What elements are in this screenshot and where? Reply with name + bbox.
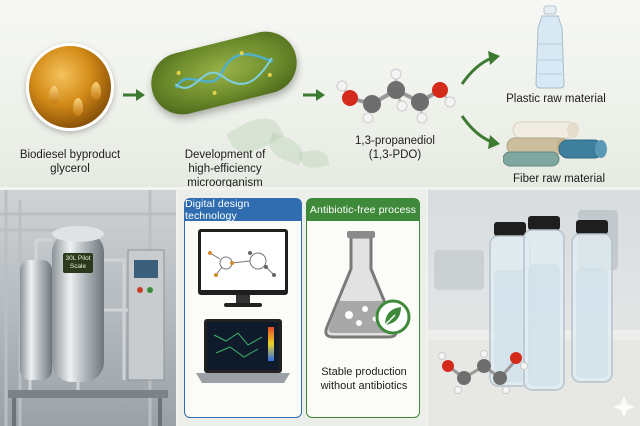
microorganism-image (144, 25, 304, 121)
technology-panel: Digital design technology (178, 190, 426, 426)
step3-label: 1,3-propanediol (1,3-PDO) (332, 134, 458, 162)
bioreactor-image (0, 190, 176, 426)
computer-illustration (196, 229, 290, 383)
step3-line1: 1,3-propanediol (355, 135, 435, 147)
arrow-icon (303, 89, 325, 101)
glycerol-drop-image (26, 43, 114, 131)
step1-line1: Biodiesel byproduct (19, 149, 121, 161)
digital-design-title: Digital design technology (185, 198, 301, 222)
fiber-rolls-image (503, 121, 607, 167)
step1-label: Biodiesel byproduct glycerol (4, 148, 136, 176)
digital-design-card: Digital design technology (184, 198, 302, 418)
step1-line2: glycerol (50, 163, 90, 175)
vials-image (428, 190, 640, 426)
flask-illustration (324, 231, 411, 339)
caption-line2: without antibiotics (320, 380, 408, 392)
output-fiber-label: Fiber raw material (512, 173, 606, 185)
arrow-icon (123, 89, 145, 101)
monitor-icon (198, 229, 288, 307)
process-flow: Biodiesel byproduct glycerol Development… (0, 0, 640, 187)
step2-line1: Development of (184, 149, 266, 161)
pilot-scale-label: 30L Pilot Scale (63, 253, 93, 273)
antibiotic-free-title: Antibiotic-free process (307, 199, 419, 221)
pilot-scale-line2: Scale (69, 263, 87, 270)
leaf-decoration (298, 147, 330, 171)
caption-line1: Stable production (321, 366, 407, 378)
pilot-scale-line1: 30L Pilot (65, 255, 91, 262)
bioreactor-panel: 30L Pilot Scale (0, 190, 176, 426)
branch-arrows (460, 51, 500, 149)
antibiotic-free-caption: Stable production without antibiotics (307, 365, 421, 393)
product-vials-panel (428, 190, 640, 426)
laptop-icon (196, 319, 290, 383)
antibiotic-free-card: Antibiotic-free process Stable productio… (306, 198, 420, 418)
pdo-molecule (336, 68, 456, 124)
leaf-icon (375, 299, 411, 335)
plastic-bottle-image (535, 5, 565, 89)
step3-line2: (1,3-PDO) (368, 149, 422, 161)
step2-label: Development of high-efficiency microorga… (150, 148, 300, 187)
step2-line2: high-efficiency microorganism (187, 163, 263, 187)
output-plastic-label: Plastic raw material (506, 93, 606, 105)
